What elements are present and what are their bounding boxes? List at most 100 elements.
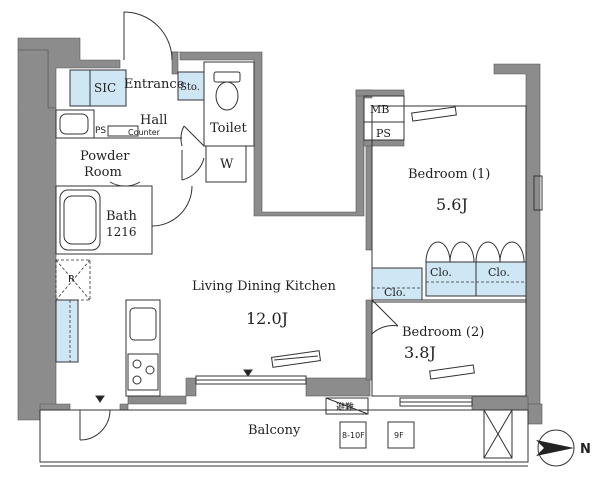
wall-bottom-right: [471, 395, 529, 411]
wall-toilet-top: [172, 51, 373, 217]
ac-bed2: [429, 364, 475, 380]
bedroom2-outline: [371, 299, 527, 397]
outdoor-unit-2: [387, 421, 415, 449]
toilet-door-arc: [180, 125, 185, 147]
label-bedroom2: Bedroom (2): [402, 325, 484, 340]
labels: SIC Entrance Sto. Hall Toilet PS Counter…: [68, 77, 510, 440]
label-ps2: PS: [376, 127, 391, 140]
label-ps1: PS: [95, 126, 106, 136]
closet-bed2: [371, 267, 423, 301]
kitchen-counter: [125, 299, 161, 397]
balcony-hatch: [325, 397, 369, 415]
label-powder-2: Room: [84, 165, 122, 180]
label-toilet: Toilet: [210, 121, 247, 136]
burner-3: [132, 375, 142, 385]
toilet-bowl: [215, 81, 239, 111]
burner-2: [145, 365, 155, 375]
label-8-10f: 8-10F: [342, 431, 365, 440]
label-mb: MB: [370, 103, 389, 116]
wall-right: [493, 63, 541, 411]
compass: N: [536, 429, 591, 467]
label-entrance: Entrance: [124, 77, 185, 92]
bed2-door-leaf: [371, 299, 399, 327]
wall-ps: [363, 139, 405, 147]
powder-door-arc: [181, 157, 205, 181]
sic-fill: [69, 69, 91, 107]
label-washer: W: [220, 157, 234, 172]
label-fridge: R: [68, 274, 75, 285]
window-bed1-side: [533, 175, 543, 211]
label-balcony: Balcony: [248, 423, 301, 438]
label-bedroom1-size: 5.6J: [436, 195, 468, 214]
ps-box: [363, 121, 405, 141]
label-counter: Counter: [128, 128, 161, 137]
label-powder-1: Powder: [80, 149, 130, 164]
label-bath: Bath: [106, 209, 138, 224]
closets: [55, 69, 527, 363]
ac-ldk-diag: [273, 355, 319, 361]
wall-bedroom-divider: [365, 299, 373, 381]
clo-door-1: [425, 241, 451, 263]
label-clo-1: Clo.: [430, 266, 452, 279]
label-bedroom2-size: 3.8J: [404, 343, 436, 362]
stove: [127, 353, 159, 391]
sink-counter: [55, 109, 95, 139]
fridge-x2: [55, 259, 91, 301]
bedroom1-outline: [371, 105, 527, 303]
toilet-tank: [213, 71, 241, 83]
window-marker-2: [95, 395, 105, 403]
wall-bottom-mid2: [305, 377, 371, 397]
outdoor-unit-1: [339, 421, 367, 449]
clo-door-3: [475, 241, 501, 263]
label-clo-2: Clo.: [488, 266, 510, 279]
window-marker-1: [243, 369, 253, 377]
doors: [79, 11, 525, 441]
closet-dashes: [55, 259, 526, 362]
ac-ldk: [270, 350, 322, 368]
bath-door-arc: [109, 181, 141, 187]
label-sic: SIC: [94, 81, 116, 95]
label-clo-3: Clo.: [384, 286, 406, 299]
label-hall: Hall: [140, 113, 167, 128]
label-ldk-size: 12.0J: [246, 309, 288, 328]
entrance-door-arc: [123, 11, 173, 61]
burner-1: [132, 359, 142, 369]
bed2-door-arc: [371, 325, 399, 335]
closet-bed1-left: [425, 261, 477, 297]
washer-box: [205, 145, 247, 183]
wall-mb: [355, 89, 405, 97]
wall-entrance-right: [171, 51, 179, 75]
fixtures: [59, 71, 543, 459]
label-ldk: Living Dining Kitchen: [192, 279, 336, 294]
bathtub-inner: [63, 195, 97, 245]
sink-basin: [59, 113, 89, 135]
label-9f: 9F: [394, 431, 404, 440]
label-evac: 避難: [336, 401, 354, 413]
kitchen-sink: [129, 307, 157, 341]
clo-door-2: [449, 241, 475, 263]
balcony-door-arc: [79, 409, 111, 441]
hatch-diag: [325, 397, 369, 415]
toilet-door-leaf: [183, 125, 205, 147]
clo-door-4: [499, 241, 525, 263]
wall-bedroom-left: [365, 139, 373, 251]
closet-ldk-left: [55, 299, 79, 363]
north-arrow-icon: [536, 440, 574, 456]
label-sto: Sto.: [180, 82, 200, 93]
bathtub: [59, 189, 101, 251]
hall-counter: [107, 125, 139, 137]
label-bedroom1: Bedroom (1): [408, 167, 490, 182]
label-bath-size: 1216: [106, 225, 137, 239]
fridge-box: [55, 259, 91, 301]
ldk-door-arc: [151, 185, 193, 227]
closet-bed1-right: [475, 261, 527, 297]
balcony-partition: [483, 409, 513, 459]
partition-x2: [483, 409, 513, 459]
ac-bed1: [411, 106, 457, 122]
sic-fill2: [89, 69, 127, 107]
sto-fill: [177, 71, 205, 101]
wall-right-bottom: [527, 403, 543, 425]
compass-north-label: N: [580, 442, 591, 457]
wall-bottom: [39, 403, 71, 411]
